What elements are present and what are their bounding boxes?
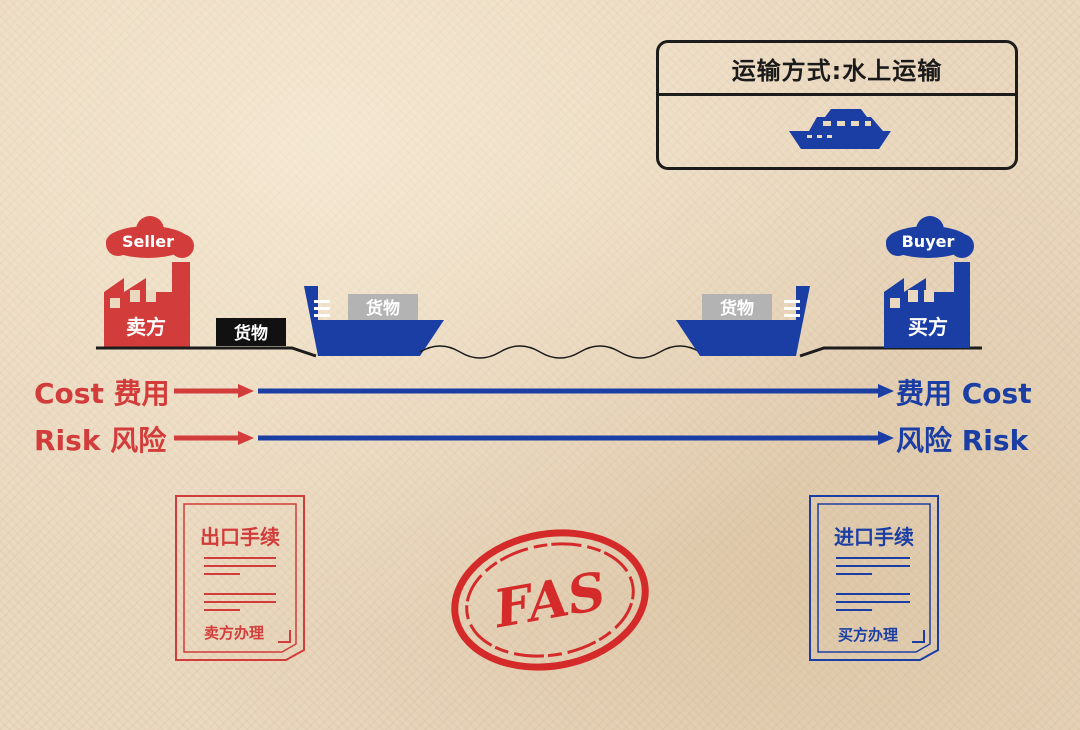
buyer-cloud-label: Buyer — [902, 232, 955, 251]
seller-building-icon: 卖方 — [104, 262, 190, 348]
dock-cargo-label: 货物 — [234, 323, 268, 344]
ship-right-cargo-label: 货物 — [720, 298, 754, 319]
fas-stamp: FAS — [451, 529, 649, 671]
export-document-icon: 出口手续 卖方办理 — [175, 495, 305, 661]
risk-label-buyer: 风险 Risk — [896, 424, 1029, 457]
export-document-title: 出口手续 — [200, 525, 280, 549]
seller-cloud-label: Seller — [122, 232, 174, 251]
buyer-building-label: 买方 — [908, 315, 948, 339]
risk-arrow-buyer — [258, 431, 894, 445]
water-wave — [419, 345, 701, 359]
cost-arrow-seller — [174, 384, 254, 398]
buyer-cloud: Buyer — [886, 216, 974, 258]
dock-cargo: 货物 — [216, 318, 286, 346]
import-document-footer: 买方办理 — [838, 626, 898, 644]
seller-cloud: Seller — [106, 216, 194, 258]
risk-label-seller: Risk 风险 — [34, 424, 167, 457]
transport-mode-box: 运输方式:水上运输 — [656, 40, 1018, 170]
transport-mode-title: 运输方式:水上运输 — [659, 43, 1015, 96]
ship-left-cargo-label: 货物 — [366, 298, 400, 319]
buyer-dock-line — [799, 346, 982, 358]
cost-arrow-buyer — [258, 384, 894, 398]
import-document-icon: 进口手续 买方办理 — [809, 495, 939, 661]
fas-stamp-label: FAS — [488, 561, 611, 641]
risk-arrow-seller — [174, 431, 254, 445]
seller-building-label: 卖方 — [126, 315, 166, 339]
cost-label-buyer: 费用 Cost — [896, 377, 1032, 410]
ship-icon — [789, 109, 891, 149]
seller-dock-line — [96, 346, 317, 358]
cost-label-seller: Cost 费用 — [34, 377, 170, 410]
import-document-title: 进口手续 — [834, 525, 914, 549]
ship-left-icon: 货物 — [304, 286, 444, 356]
export-document-footer: 卖方办理 — [204, 624, 264, 642]
buyer-building-icon: 买方 — [884, 262, 970, 348]
ship-right-icon: 货物 — [676, 286, 810, 356]
